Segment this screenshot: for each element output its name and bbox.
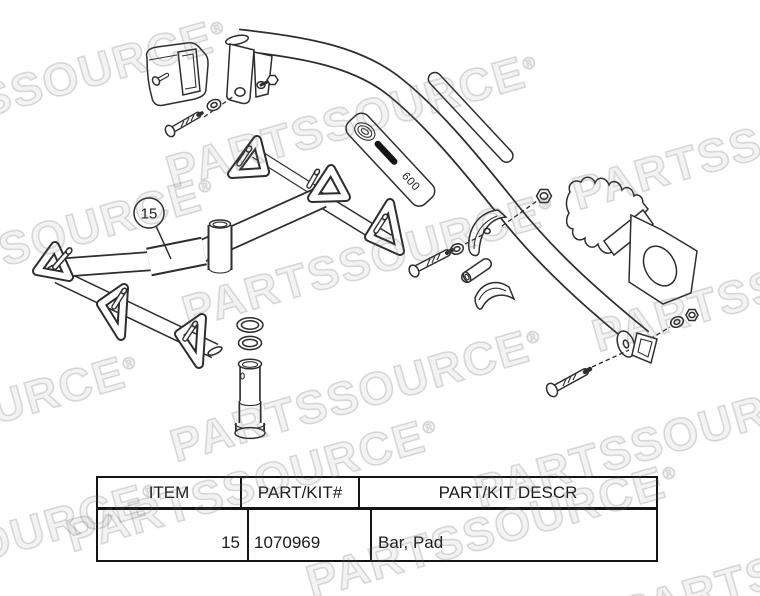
logo-swirl-icon	[354, 122, 376, 141]
clevis-nut	[266, 74, 279, 86]
part-number-cell: 1070969	[249, 510, 372, 560]
long-bolt	[545, 366, 593, 398]
callout-15: 15	[133, 197, 172, 260]
pad-bracket	[145, 42, 209, 107]
latch-pins	[52, 145, 389, 342]
assembly-axis	[451, 233, 485, 252]
label-sticker: 600	[345, 112, 436, 207]
hex-nut	[535, 188, 553, 204]
bar-end	[616, 330, 658, 365]
column-header-part-kit: PART/KIT#	[242, 478, 360, 507]
assembly-axis	[591, 349, 630, 368]
leader-line	[155, 225, 172, 260]
bar-clevis	[226, 43, 279, 105]
parts-table: ITEM PART/KIT# PART/KIT DESCR 15 1070969…	[96, 476, 658, 562]
callout-number: 15	[141, 206, 158, 223]
socket-tube	[207, 219, 233, 274]
table-row: 15 1070969 Bar, Pad	[98, 510, 656, 560]
assembly-axis	[649, 326, 671, 340]
column-header-item: ITEM	[98, 478, 242, 507]
bracket-screw-icon	[151, 72, 170, 86]
o-ring	[236, 317, 264, 333]
washer	[449, 243, 465, 255]
table-header-row: ITEM PART/KIT# PART/KIT DESCR	[98, 478, 656, 510]
screw	[164, 111, 204, 138]
pad-bar-assembly	[32, 135, 405, 369]
grip-block-hole	[642, 245, 678, 287]
item-number-cell: 15	[98, 510, 249, 560]
pad-strip	[427, 71, 514, 163]
bar-pad-sleeve	[146, 236, 207, 277]
part-description-cell: Bar, Pad	[378, 533, 444, 552]
washer	[206, 98, 222, 112]
hex-nut	[685, 308, 699, 322]
pivot-pin	[234, 358, 266, 440]
main-bar	[224, 28, 650, 349]
spacer-sleeve	[461, 258, 492, 283]
bolt	[408, 248, 454, 278]
saddle-clamp	[468, 209, 508, 257]
washer	[669, 315, 685, 329]
half-clamp-shell	[474, 281, 516, 310]
column-header-part-kit-descr: PART/KIT DESCR	[438, 482, 578, 502]
label-word-glyph	[374, 140, 398, 165]
exploded-parts-diagram: 600	[32, 28, 699, 440]
grip-handle	[565, 176, 698, 305]
o-ring	[237, 335, 263, 351]
